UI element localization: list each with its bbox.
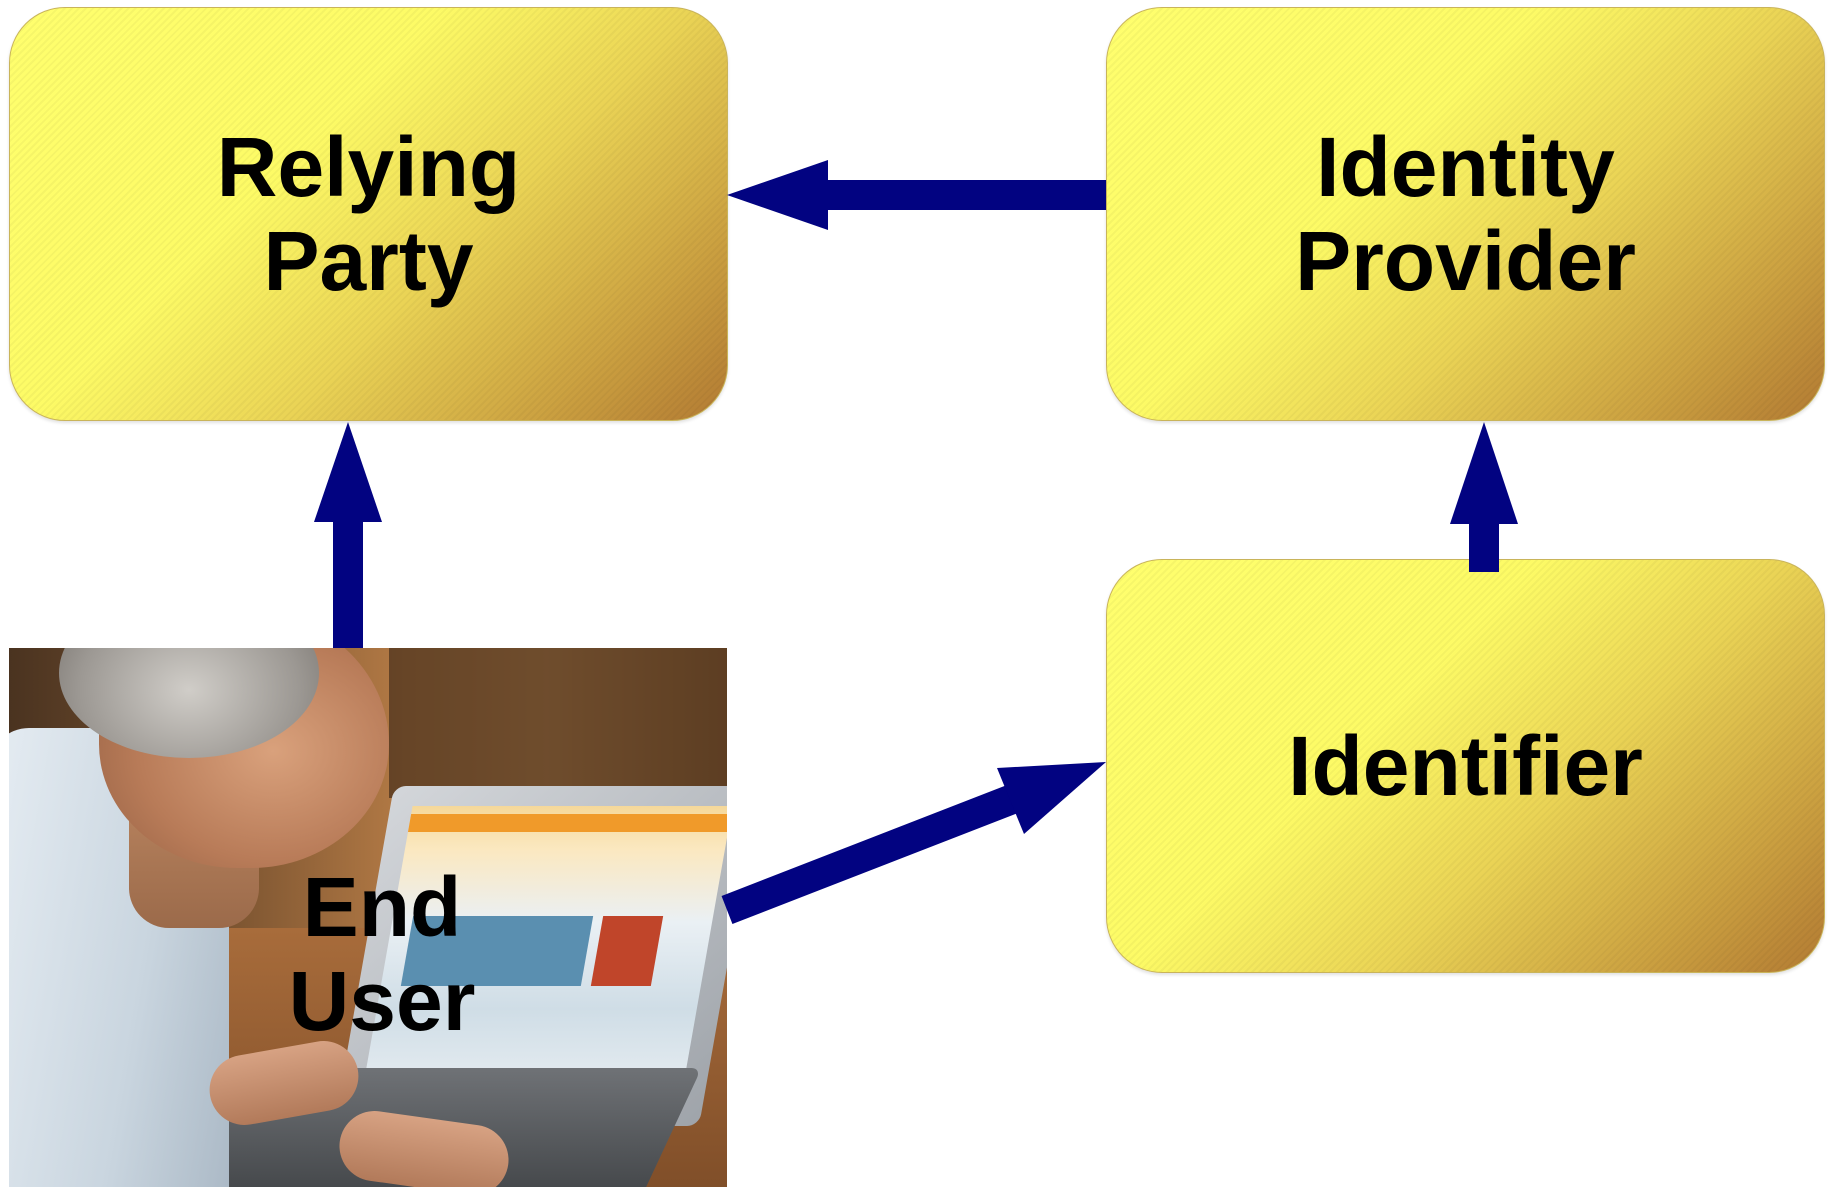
arrow-identifier-to-idp (1450, 422, 1518, 572)
end-user-label: End User (262, 860, 502, 1048)
relying-party-box: Relying Party (9, 7, 728, 421)
identity-provider-label-line1: Identity (1316, 120, 1615, 214)
identity-provider-label: Identity Provider (1295, 120, 1636, 308)
arrow-enduser-to-identifier (721, 762, 1106, 924)
relying-party-label-line1: Relying (216, 120, 521, 214)
identity-provider-label-line2: Provider (1295, 214, 1636, 308)
end-user-label-line1: End (302, 860, 462, 954)
arrow-enduser-to-rp (314, 422, 382, 648)
end-user-label-line2: User (288, 954, 476, 1048)
identity-provider-box: Identity Provider (1106, 7, 1825, 421)
end-user-photo: End User (9, 648, 727, 1187)
background-shelf (389, 648, 727, 798)
arrow-idp-to-rp (727, 160, 1106, 230)
identifier-label-text: Identifier (1288, 719, 1643, 813)
relying-party-label: Relying Party (217, 120, 520, 308)
relying-party-label-line2: Party (263, 214, 474, 308)
identifier-label: Identifier (1288, 719, 1643, 813)
identifier-box: Identifier (1106, 559, 1825, 973)
